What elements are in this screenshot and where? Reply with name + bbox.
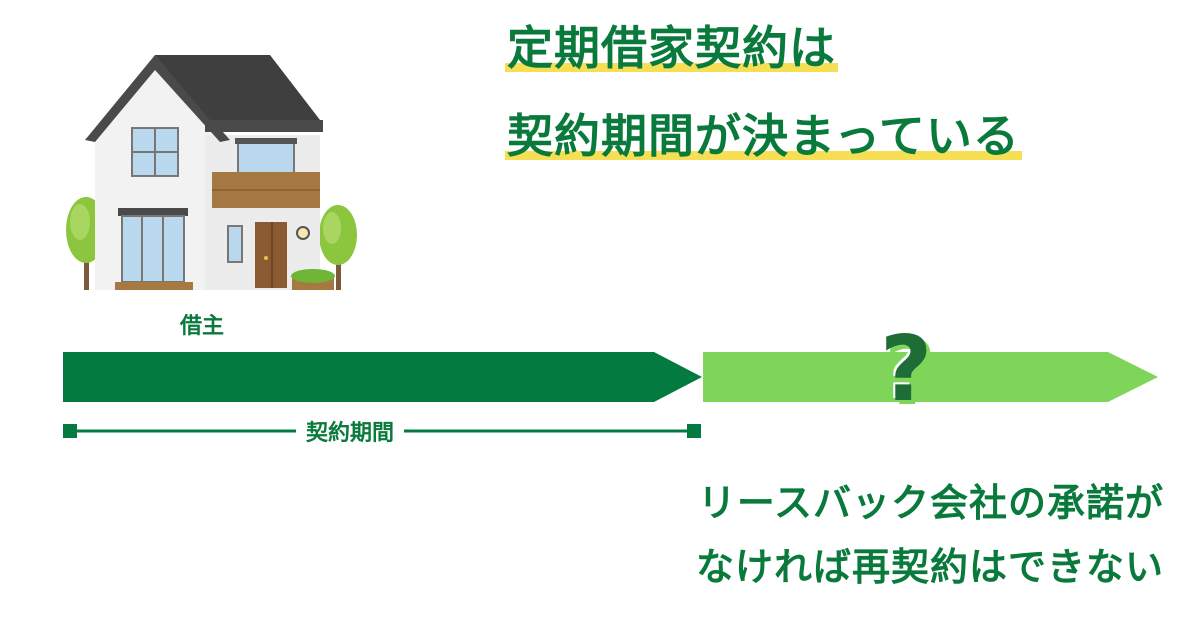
period-start-marker (63, 424, 77, 438)
house-icon (66, 55, 357, 290)
period-end-marker (687, 424, 701, 438)
title-line-2: 契約期間が決まっている (505, 109, 1022, 163)
note-line-2: なければ再契約はできない (695, 545, 1164, 589)
title-line-1: 定期借家契約は (505, 21, 838, 75)
contract-period-arrow (63, 352, 702, 402)
contract-period-label: 契約期間 (296, 415, 405, 447)
tree-icon (319, 205, 357, 290)
tenant-label: 借主 (180, 314, 225, 339)
question-icon: ? (880, 317, 933, 422)
note-line-1: リースバック会社の承諾が (697, 481, 1164, 525)
